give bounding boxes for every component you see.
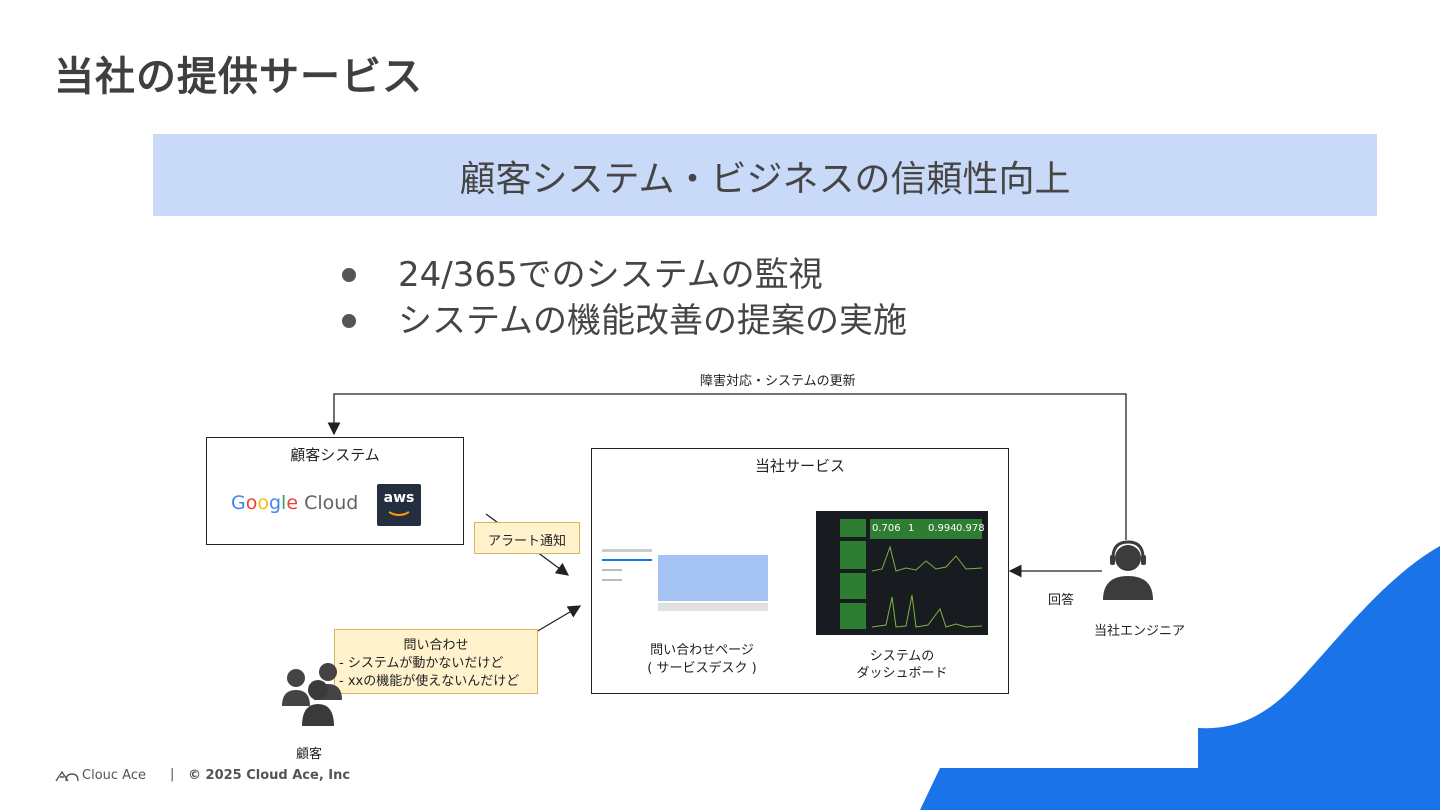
- bullet-dot-icon: [342, 268, 356, 282]
- customer-system-title: 顧客システム: [290, 446, 380, 464]
- dashboard-stat: 0.978: [956, 523, 985, 534]
- banner-text: 顧客システム・ビジネスの信頼性向上: [459, 159, 1071, 200]
- inquiry-page-thumbnail: [602, 545, 770, 613]
- inquiry-page-sublabel: ( サービスデスク ): [647, 661, 757, 676]
- engineer-label: 当社エンジニア: [1094, 624, 1186, 639]
- customer-label: 顧客: [296, 747, 323, 762]
- footer-separator: |: [170, 767, 175, 782]
- bullet-item: 24/365でのシステムの監視: [340, 252, 907, 298]
- service-title: 当社サービス: [754, 457, 845, 475]
- alert-note: アラート通知: [474, 522, 580, 554]
- dashboard-graph-icon: [871, 545, 983, 628]
- dashboard-label: システムの: [869, 649, 935, 664]
- service-box: 当社サービス 問い合わせページ ( サービスデスク ) 0.706 1 0.99…: [591, 448, 1009, 694]
- dashboard-stat: 0.706: [872, 523, 901, 534]
- aws-smile-icon: [388, 511, 410, 516]
- slide-title: 当社の提供サービス: [54, 54, 423, 100]
- bullet-item: システムの機能改善の提案の実施: [340, 298, 907, 344]
- footer-copyright: © 2025 Cloud Ace, Inc: [188, 768, 351, 783]
- answer-label: 回答: [1048, 593, 1075, 608]
- aws-logo: aws: [377, 484, 421, 526]
- engineer-headset-icon: [1103, 540, 1153, 600]
- inquiry-page-label: 問い合わせページ: [650, 643, 754, 658]
- banner: 顧客システム・ビジネスの信頼性向上: [153, 134, 1377, 216]
- dashboard-stat: 0.994: [928, 523, 957, 534]
- footer-logo-text: Clouc Ace: [82, 768, 146, 783]
- dashboard-thumbnail: 0.706 1 0.994 0.978: [816, 511, 988, 635]
- cloud-ace-logo-icon: [55, 770, 79, 782]
- inquiry-note: 問い合わせ - システムが動かないだけど - xxの機能が使えないんだけど: [334, 629, 538, 694]
- bullet-list: 24/365でのシステムの監視 システムの機能改善の提案の実施: [340, 252, 907, 344]
- dashboard-sublabel: ダッシュボード: [856, 666, 948, 681]
- google-cloud-logo: Google Cloud: [231, 492, 359, 514]
- dashboard-stat: 1: [908, 523, 915, 534]
- customer-system-box: 顧客システム Google Cloud aws: [206, 437, 464, 545]
- bullet-dot-icon: [342, 314, 356, 328]
- top-arrow-label: 障害対応・システムの更新: [700, 374, 856, 389]
- customers-group-icon: [282, 663, 342, 726]
